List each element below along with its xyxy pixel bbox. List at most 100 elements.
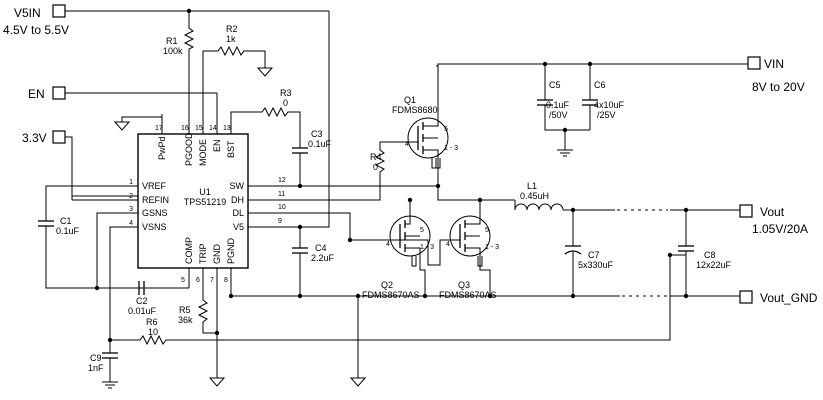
c6-value: 4x10uF bbox=[594, 100, 625, 110]
q2-pin-gate: 4 bbox=[386, 241, 390, 248]
c5-ref: C5 bbox=[549, 80, 561, 90]
r4-value: 0 bbox=[373, 162, 378, 172]
q3-pin-source: 1 - 3 bbox=[485, 244, 499, 251]
ic-part: TPS51219 bbox=[184, 197, 227, 207]
mosfet-q1: 4 5 1 - 3 Q1 FDMS8680 bbox=[392, 64, 458, 186]
resistor-r3: R3 0 bbox=[230, 88, 301, 148]
r2-ref: R2 bbox=[226, 24, 238, 34]
pin-sw: SW bbox=[230, 181, 245, 191]
c3-value: 0.1uF bbox=[308, 139, 332, 149]
port-vin: VIN 8V to 20V bbox=[747, 56, 805, 94]
pin-gnd: GND bbox=[212, 244, 222, 265]
resistor-r5: R5 36k bbox=[178, 288, 217, 334]
c4-ref: C4 bbox=[315, 243, 327, 253]
pin-trip: TRIP bbox=[198, 243, 208, 264]
pin-num-12: 12 bbox=[278, 177, 286, 184]
pin-num-8: 8 bbox=[224, 277, 228, 284]
pin-num-4: 4 bbox=[129, 220, 133, 227]
port-vin-label: VIN bbox=[764, 57, 784, 71]
l1-value: 0.45uH bbox=[520, 191, 549, 201]
resistor-r1: R1 100k bbox=[163, 8, 195, 114]
q3-ref: Q3 bbox=[458, 280, 470, 290]
r1-value: 100k bbox=[163, 46, 183, 56]
q1-part: FDMS8680 bbox=[392, 105, 438, 115]
q1-ref: Q1 bbox=[404, 95, 416, 105]
ic-u1: U1 TPS51219 1 2 3 4 VREF REFIN GSNS VSNS… bbox=[118, 114, 286, 288]
r1-ref: R1 bbox=[166, 36, 178, 46]
capacitor-c1: C1 0.1uF bbox=[38, 185, 189, 289]
pin-num-6: 6 bbox=[196, 277, 200, 284]
c2-ref: C2 bbox=[136, 296, 148, 306]
ic-ref: U1 bbox=[199, 187, 211, 197]
r2-value: 1k bbox=[226, 34, 236, 44]
inductor-l1: L1 0.45uH bbox=[514, 181, 615, 211]
port-vout-gnd-label: Vout_GND bbox=[760, 291, 818, 305]
c2-value: 0.01uF bbox=[128, 306, 157, 316]
q2-ref: Q2 bbox=[381, 280, 393, 290]
q2-pin-drain: 5 bbox=[420, 227, 424, 234]
pin-vref: VREF bbox=[142, 181, 167, 191]
pin-v5: V5 bbox=[233, 222, 244, 232]
pin-gsns: GSNS bbox=[142, 208, 168, 218]
q3-pin-gate: 4 bbox=[446, 241, 450, 248]
c4-value: 2.2uF bbox=[311, 253, 335, 263]
q3-part: FDMS8670AS bbox=[439, 290, 497, 300]
resistor-r2: R2 1k bbox=[202, 24, 274, 114]
c7-ref: C7 bbox=[588, 250, 600, 260]
capacitor-c8: C8 12x22uF bbox=[678, 210, 732, 296]
c9-value: 1nF bbox=[88, 363, 104, 373]
r5-value: 36k bbox=[178, 315, 193, 325]
q2-part: FDMS8670AS bbox=[362, 290, 420, 300]
r3-value: 0 bbox=[283, 98, 288, 108]
pin-pgnd: PGND bbox=[226, 237, 236, 264]
r4-ref: R4 bbox=[370, 152, 382, 162]
pin-bst: BST bbox=[226, 140, 236, 158]
pin-num-9: 9 bbox=[278, 218, 282, 225]
pin-num-7: 7 bbox=[210, 277, 214, 284]
r6-ref: R6 bbox=[146, 317, 158, 327]
c9-ref: C9 bbox=[90, 353, 102, 363]
c5-rating: /50V bbox=[549, 110, 568, 120]
center-ground bbox=[349, 293, 367, 387]
c6-ref: C6 bbox=[594, 80, 606, 90]
pin-num-3: 3 bbox=[129, 206, 133, 213]
pin-num-2: 2 bbox=[129, 193, 133, 200]
c1-ref: C1 bbox=[60, 216, 72, 226]
pin-pwpd: PwPd bbox=[157, 136, 167, 160]
c6-rating: /25V bbox=[597, 110, 616, 120]
port-vout: Vout 1.05V/20A bbox=[739, 204, 808, 236]
pin-pgood: PGOOD bbox=[184, 132, 194, 166]
pwpd-ground bbox=[113, 114, 163, 131]
pin-dl: DL bbox=[232, 208, 244, 218]
pin-refin: REFIN bbox=[142, 195, 169, 205]
l1-ref: L1 bbox=[527, 181, 537, 191]
c1-value: 0.1uF bbox=[56, 226, 80, 236]
port-vout-gnd: Vout_GND bbox=[739, 290, 818, 305]
pin-num-1: 1 bbox=[129, 179, 133, 186]
c3-ref: C3 bbox=[311, 129, 323, 139]
q1-pin-gate: 4 bbox=[405, 141, 409, 148]
r3-ref: R3 bbox=[280, 88, 292, 98]
c5-value: 0.1uF bbox=[546, 100, 570, 110]
c8-value: 12x22uF bbox=[696, 260, 732, 270]
pin-mode: MODE bbox=[198, 139, 208, 166]
pin-num-5: 5 bbox=[181, 277, 185, 284]
pin-num-10: 10 bbox=[278, 204, 286, 211]
capacitor-c4: C4 2.2uF bbox=[292, 224, 335, 299]
pin-en: EN bbox=[212, 139, 222, 152]
q2-pin-source: 1 - 3 bbox=[420, 244, 434, 251]
r6-value: 10 bbox=[148, 327, 158, 337]
c7-value: 5x330uF bbox=[578, 260, 614, 270]
pin-num-17: 17 bbox=[155, 125, 163, 132]
input-cap-ground bbox=[557, 127, 573, 157]
port-vout-label: Vout bbox=[760, 205, 785, 219]
port-en-label: EN bbox=[28, 87, 45, 101]
port-vout-spec: 1.05V/20A bbox=[752, 222, 808, 236]
pin-num-14: 14 bbox=[209, 125, 217, 132]
port-v5in-range: 4.5V to 5.5V bbox=[3, 23, 69, 37]
q3-pin-drain: 5 bbox=[485, 227, 489, 234]
q1-pin-source: 1 - 3 bbox=[444, 145, 458, 152]
port-3v3: 3.3V bbox=[22, 130, 138, 197]
capacitor-c5: C5 0.1uF /50V bbox=[537, 64, 590, 131]
mosfet-q2: 4 5 1 - 3 Q2 FDMS8670AS bbox=[362, 200, 434, 300]
